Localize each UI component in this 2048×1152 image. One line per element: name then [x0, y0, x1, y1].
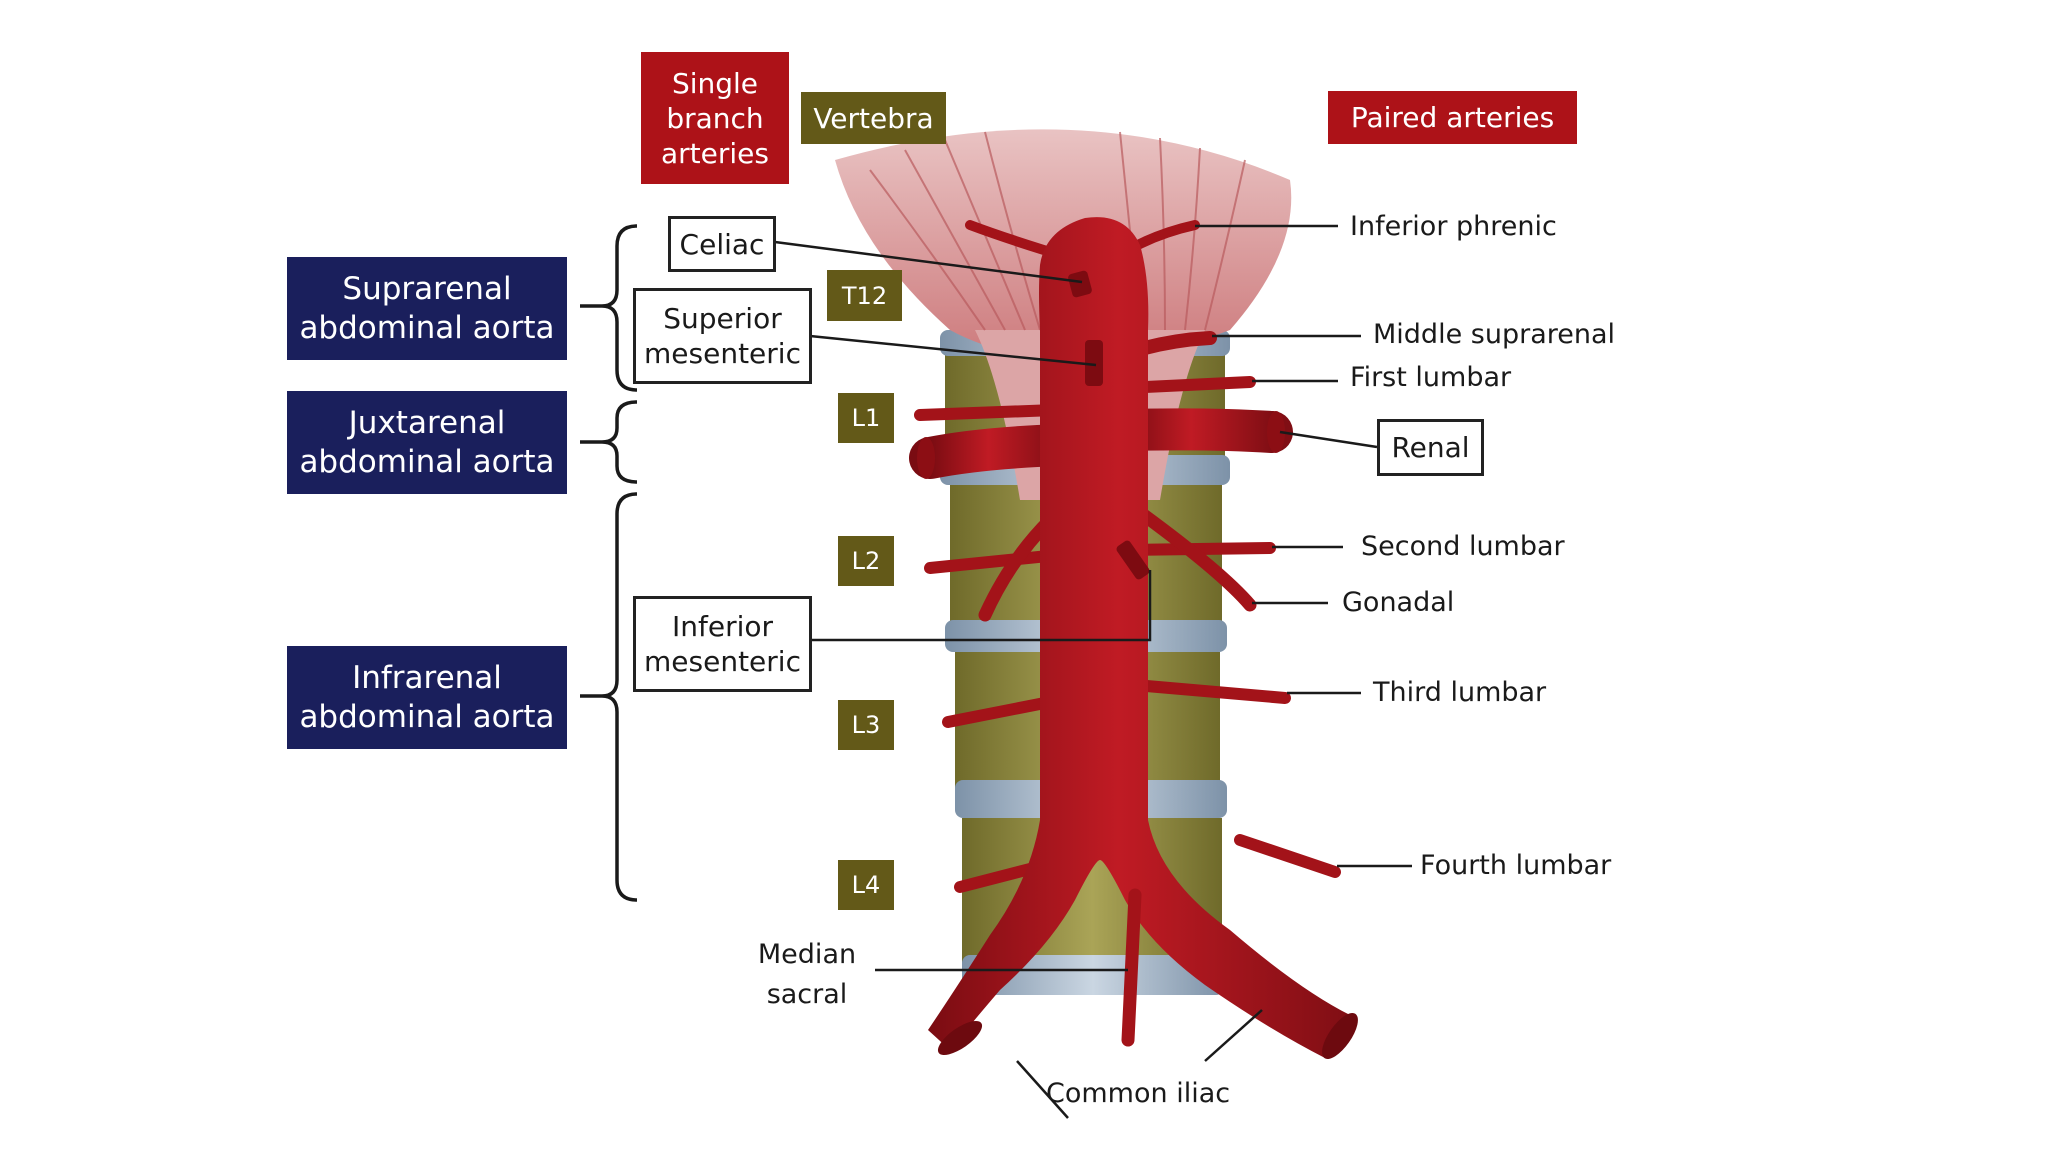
second-lumbar-label: Second lumbar	[1361, 531, 1565, 562]
median-sacral-artery	[1121, 888, 1142, 1047]
left-common-iliac-end	[937, 1020, 983, 1056]
region-braces	[580, 224, 638, 902]
brace-juxtarenal	[601, 400, 638, 484]
superior-mesenteric-label: Superior mesenteric	[633, 288, 812, 384]
right-gonadal-artery	[1123, 498, 1257, 612]
brace-suprarenal	[601, 224, 638, 392]
common-iliac-label: Common iliac	[1046, 1078, 1231, 1109]
median-sacral-label: Median sacral	[757, 939, 857, 1010]
vertebra-header: Vertebra	[801, 92, 946, 144]
single-branch-header: Single branch arteries	[641, 52, 789, 184]
celiac-trunk-stump	[1068, 270, 1092, 298]
left-second-lumbar-artery	[924, 549, 1064, 574]
right-third-lumbar-artery	[1129, 679, 1291, 704]
vertebra-l2: L2	[838, 536, 894, 586]
paired-arteries-header: Paired arteries	[1328, 91, 1577, 144]
arteries	[909, 217, 1358, 1059]
vertebra-l3: L3	[838, 700, 894, 750]
brace-infrarenal	[601, 492, 638, 902]
leader-superior-mesenteric	[809, 334, 1097, 367]
gonadal-label: Gonadal	[1342, 587, 1455, 618]
vertebra-t12: T12	[827, 270, 902, 321]
third-lumbar-label: Third lumbar	[1373, 677, 1547, 708]
vertebra-l4: L4	[838, 860, 894, 910]
right-renal-ostium	[1267, 411, 1285, 453]
intervertebral-disc	[962, 955, 1224, 995]
inferior-phrenic-label: Inferior phrenic	[1350, 211, 1557, 242]
left-first-lumbar-artery	[914, 404, 1061, 421]
inferior-mesenteric-label: Inferior mesenteric	[633, 596, 812, 692]
suprarenal-region-label: Suprarenal abdominal aorta	[287, 257, 567, 360]
inferior-mesenteric-stump	[1116, 540, 1150, 580]
renal-label: Renal	[1377, 419, 1484, 476]
middle-suprarenal-label: Middle suprarenal	[1373, 319, 1616, 350]
left-renal-ostium	[917, 437, 935, 479]
leader-inferior-mesenteric	[810, 570, 1152, 642]
vertebra-l1: L1	[838, 393, 894, 443]
right-fourth-lumbar-artery	[1234, 834, 1341, 878]
leader-common-iliac-left	[1016, 1060, 1069, 1119]
abdominal-aorta	[928, 217, 1350, 1059]
fourth-lumbar-label: Fourth lumbar	[1420, 850, 1612, 881]
first-lumbar-label: First lumbar	[1350, 362, 1512, 393]
superior-mesenteric-stump	[1085, 340, 1103, 386]
leader-celiac	[774, 240, 1083, 284]
right-common-iliac-end	[1322, 1013, 1358, 1059]
leader-common-iliac-right	[1204, 1009, 1263, 1062]
celiac-label: Celiac	[668, 216, 776, 272]
juxtarenal-region-label: Juxtarenal abdominal aorta	[287, 391, 567, 494]
infrarenal-region-label: Infrarenal abdominal aorta	[287, 646, 567, 749]
leader-renal	[1279, 430, 1378, 449]
leader-lines	[774, 224, 1412, 1119]
